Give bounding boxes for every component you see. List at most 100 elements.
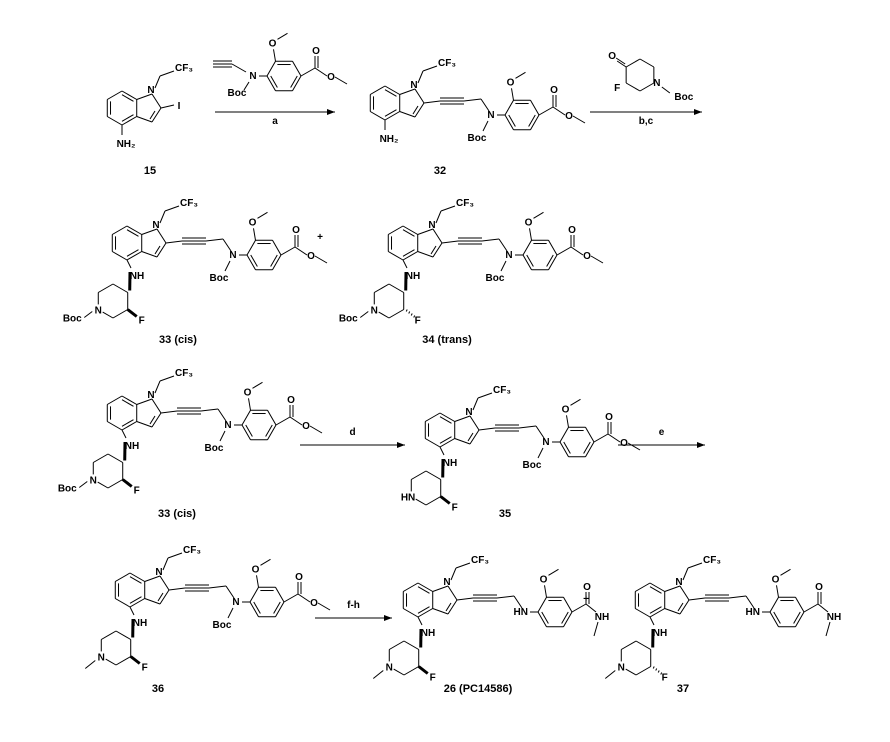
- bond: [403, 640, 419, 650]
- bond: [528, 114, 536, 127]
- bond: [657, 670, 660, 673]
- compound-label: 36: [152, 683, 164, 695]
- fluorine-label: F: [662, 673, 668, 684]
- bond: [222, 238, 232, 252]
- bond: [498, 238, 508, 252]
- aniline-n-label: N: [505, 250, 512, 261]
- oxygen-label: O: [244, 387, 252, 398]
- bond: [107, 90, 123, 100]
- bond: [266, 75, 276, 91]
- bond: [250, 254, 258, 267]
- ester-oxygen-label: O: [327, 72, 335, 83]
- bond: [625, 82, 641, 92]
- cf3-label: CF₃: [703, 555, 721, 566]
- bond: [272, 240, 282, 256]
- bond: [399, 111, 416, 118]
- bond: [98, 283, 114, 293]
- arrow-step-d: d: [300, 427, 405, 448]
- bond: [217, 408, 227, 422]
- bond: [314, 67, 328, 77]
- aniline-nh-label: HN: [746, 607, 760, 618]
- bond: [136, 421, 153, 428]
- bond: [154, 75, 161, 89]
- bond: [422, 65, 438, 72]
- bond: [225, 585, 235, 599]
- aniline-n-label: N: [487, 110, 494, 121]
- bond: [159, 210, 166, 224]
- bond: [425, 438, 441, 448]
- bond: [728, 595, 747, 599]
- bond: [538, 106, 554, 116]
- bond: [417, 606, 430, 614]
- cf3-label: CF₃: [183, 545, 201, 556]
- bond: [660, 672, 663, 675]
- bond: [160, 410, 178, 414]
- n-label: N: [653, 78, 660, 89]
- cf3-label: CF₃: [438, 58, 456, 69]
- bond: [389, 640, 405, 650]
- indole-n-label: N: [465, 407, 472, 418]
- bond: [607, 433, 621, 443]
- piperidine-nh-label: HN: [401, 493, 415, 504]
- bond: [635, 666, 651, 676]
- bond: [374, 283, 390, 293]
- bond: [477, 392, 493, 399]
- carbonyl-oxygen-label: O: [550, 85, 558, 96]
- bond: [136, 116, 153, 123]
- bond: [334, 76, 348, 85]
- bond: [248, 398, 251, 411]
- oxygen-label: O: [507, 77, 515, 88]
- bond: [544, 585, 547, 598]
- bond: [795, 597, 805, 613]
- bond: [370, 85, 386, 95]
- bond: [107, 116, 123, 126]
- piperidine-n-label: N: [618, 663, 625, 674]
- indole-n-label: N: [147, 390, 154, 401]
- bond: [469, 415, 480, 431]
- bond: [625, 58, 641, 68]
- oxygen-label: O: [252, 564, 260, 575]
- amine-nh-label: NH: [443, 458, 457, 469]
- bond: [533, 211, 544, 219]
- boc-label: Boc: [63, 314, 82, 325]
- bond: [370, 111, 386, 121]
- compound-label: 33 (cis): [158, 508, 196, 520]
- bond: [388, 309, 404, 319]
- bond: [154, 380, 161, 394]
- bond: [246, 254, 256, 270]
- bond: [267, 424, 277, 440]
- bond: [616, 60, 627, 68]
- bond: [415, 498, 427, 506]
- bond: [403, 608, 419, 618]
- bond: [677, 602, 684, 612]
- amine-nh-label: NH: [406, 271, 420, 282]
- carbonyl-oxygen-label: O: [583, 582, 591, 593]
- step-label: e: [659, 427, 665, 438]
- bond: [275, 601, 285, 617]
- bond: [425, 412, 441, 422]
- ester-oxygen-label: O: [565, 111, 573, 122]
- bond: [541, 611, 549, 624]
- bond: [115, 656, 131, 666]
- indole-n-label: N: [155, 567, 162, 578]
- bond: [270, 75, 278, 88]
- bond: [129, 572, 145, 582]
- bond: [399, 88, 416, 95]
- bond: [817, 603, 829, 613]
- bond: [522, 240, 532, 256]
- bond: [115, 598, 131, 608]
- cf3-label: CF₃: [493, 385, 511, 396]
- bond: [535, 425, 545, 439]
- bond: [136, 398, 153, 405]
- bond: [121, 399, 134, 407]
- bond: [384, 89, 397, 97]
- bond: [384, 85, 400, 95]
- bond: [593, 621, 599, 637]
- fluorine-label: F: [134, 486, 140, 497]
- bond: [635, 608, 651, 618]
- bond: [552, 106, 566, 116]
